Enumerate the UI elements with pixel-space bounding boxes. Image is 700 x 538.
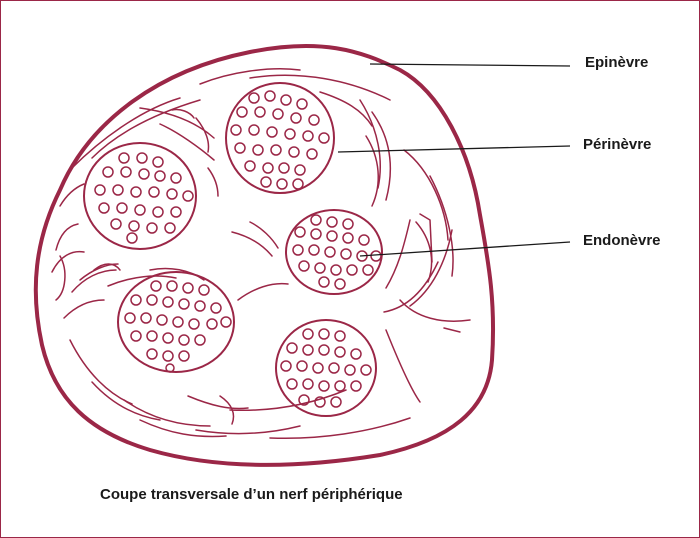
- fascicle-lower-right: [275, 319, 377, 417]
- epineurium-outline: [33, 43, 496, 467]
- fascicle-upper-left: [83, 142, 197, 250]
- leader-line-epineurium: [369, 63, 571, 67]
- label-endoneurium: Endonèvre: [583, 232, 661, 249]
- figure-caption: Coupe transversale d’un nerf périphériqu…: [100, 486, 403, 503]
- fascicle-middle: [285, 209, 383, 295]
- leader-line-perineurium: [337, 145, 571, 153]
- fascicle-lower-left: [117, 271, 235, 373]
- leader-lines: [337, 63, 571, 257]
- label-perineurium: Périnèvre: [583, 136, 652, 153]
- label-epineurium: Epinèvre: [585, 54, 649, 71]
- leader-line-endoneurium: [359, 241, 571, 257]
- connective-tissue-strands: [51, 68, 471, 440]
- fascicle-top: [225, 82, 335, 194]
